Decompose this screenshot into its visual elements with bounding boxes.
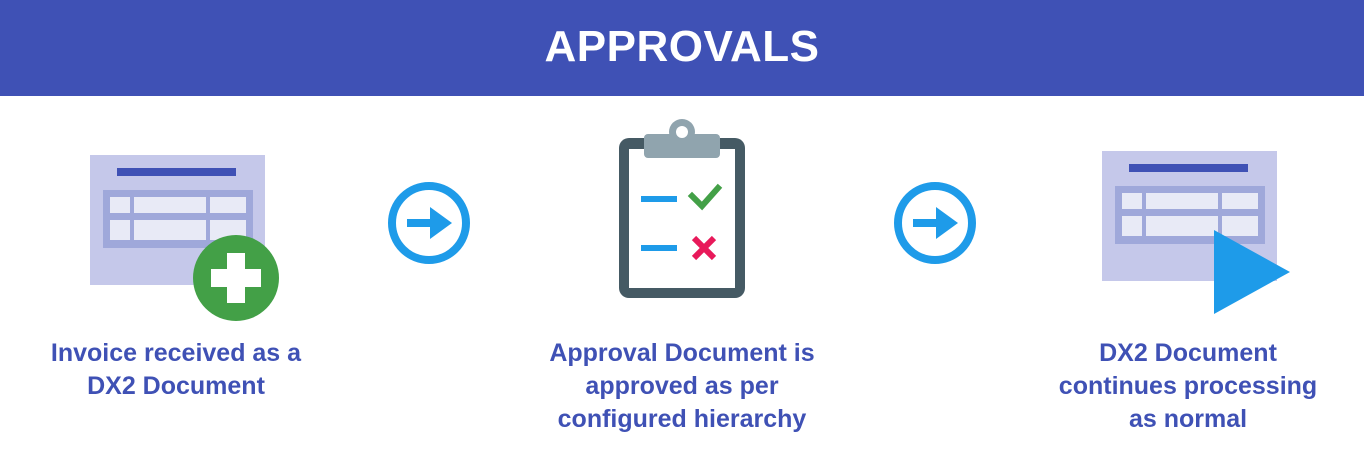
clipboard-checklist-icon xyxy=(619,119,745,298)
step-caption-approval: Approval Document is approved as per con… xyxy=(549,339,815,433)
document-add-icon xyxy=(90,155,279,321)
step-caption-invoice-received: Invoice received as a DX2 Document xyxy=(50,339,302,400)
arrow-right-circle-icon xyxy=(388,182,470,264)
header-banner xyxy=(0,0,1364,96)
step-caption-continues-processing: DX2 Document continues processing as nor… xyxy=(1058,339,1318,433)
document-play-icon xyxy=(1102,151,1290,314)
page-title: APPROVALS xyxy=(544,22,820,71)
arrow-right-circle-icon xyxy=(894,182,976,264)
